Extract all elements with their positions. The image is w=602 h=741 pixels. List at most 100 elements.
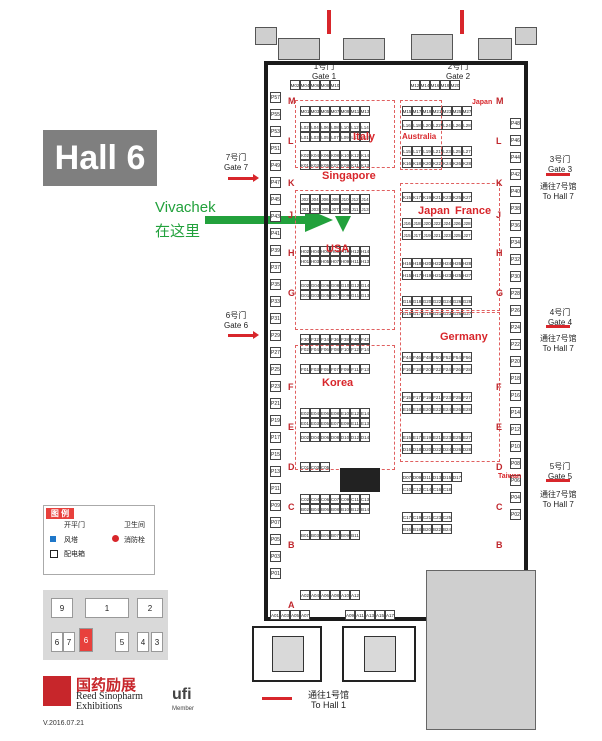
booth-p28[interactable]: P28: [510, 288, 521, 299]
booth-m06[interactable]: M06: [310, 80, 320, 90]
booth-h16[interactable]: H16: [402, 258, 412, 268]
booth-e05[interactable]: E05: [320, 418, 330, 428]
booth-h11[interactable]: H11: [350, 256, 360, 266]
booth-a05[interactable]: A05: [290, 610, 300, 620]
booth-p12[interactable]: P12: [510, 424, 521, 435]
booth-d08[interactable]: D08: [330, 432, 340, 442]
booth-j23[interactable]: J23: [442, 230, 452, 240]
booth-m20[interactable]: M20: [450, 80, 460, 90]
booth-d07[interactable]: D07: [402, 472, 412, 482]
booth-j03[interactable]: J03: [310, 204, 320, 214]
booth-c03[interactable]: C03: [310, 462, 320, 472]
booth-e18[interactable]: E18: [412, 404, 422, 414]
booth-f07[interactable]: F07: [330, 364, 340, 374]
booth-f19[interactable]: F19: [422, 392, 432, 402]
booth-f20[interactable]: F20: [422, 364, 432, 374]
booth-h23[interactable]: H23: [442, 270, 452, 280]
booth-e21[interactable]: E21: [432, 432, 442, 442]
booth-e08[interactable]: E08: [330, 408, 340, 418]
booth-d16[interactable]: D16: [402, 444, 412, 454]
booth-p02[interactable]: P02: [510, 509, 521, 520]
booth-j28[interactable]: J28: [462, 218, 472, 228]
booth-l09[interactable]: L09: [340, 132, 350, 142]
booth-f10[interactable]: F10: [340, 344, 350, 354]
booth-f17[interactable]: F17: [412, 392, 422, 402]
hall1-link[interactable]: 通往1号馆 To Hall 1: [308, 690, 350, 710]
booth-l06[interactable]: L06: [320, 122, 330, 132]
booth-p25[interactable]: P25: [270, 364, 281, 375]
booth-d02[interactable]: D02: [300, 432, 310, 442]
booth-f21[interactable]: F21: [432, 392, 442, 402]
booth-f09[interactable]: F09: [340, 364, 350, 374]
booth-j20[interactable]: J20: [422, 218, 432, 228]
booth-e25[interactable]: E25: [452, 432, 462, 442]
booth-p42[interactable]: P42: [510, 169, 521, 180]
booth-e14[interactable]: E14: [360, 408, 370, 418]
booth-h24[interactable]: H24: [442, 258, 452, 268]
booth-p10[interactable]: P10: [510, 441, 521, 452]
booth-l23[interactable]: L23: [442, 146, 452, 156]
booth-j11[interactable]: J11: [350, 204, 360, 214]
booth-c19[interactable]: C19: [412, 512, 422, 522]
booth-c01[interactable]: C01: [300, 462, 310, 472]
booth-m17[interactable]: M17: [412, 106, 422, 116]
booth-g17[interactable]: G17: [412, 308, 422, 318]
booth-p22[interactable]: P22: [510, 339, 521, 350]
booth-j14[interactable]: J14: [360, 194, 370, 204]
booth-a17[interactable]: A17: [385, 610, 395, 620]
booth-f44[interactable]: F44: [402, 352, 412, 362]
booth-j01[interactable]: J01: [300, 204, 310, 214]
booth-d11[interactable]: D11: [422, 472, 432, 482]
booth-l10[interactable]: L10: [340, 122, 350, 132]
booth-c13[interactable]: C13: [360, 494, 370, 504]
booth-j25[interactable]: J25: [452, 230, 462, 240]
booth-f04[interactable]: F04: [310, 344, 320, 354]
booth-g01[interactable]: G01: [300, 290, 310, 300]
booth-p06[interactable]: P06: [510, 475, 521, 486]
booth-f11[interactable]: F11: [350, 364, 360, 374]
booth-p20[interactable]: P20: [510, 356, 521, 367]
gate4-hall7-link[interactable]: 通往7号馆 To Hall 7: [540, 334, 577, 353]
booth-j16[interactable]: J16: [402, 218, 412, 228]
booth-h28[interactable]: H28: [462, 258, 472, 268]
booth-p17[interactable]: P17: [270, 432, 281, 443]
booth-k10[interactable]: K10: [340, 150, 350, 160]
booth-h21[interactable]: H21: [432, 270, 442, 280]
booth-b01[interactable]: B01: [300, 530, 310, 540]
booth-b03[interactable]: B03: [310, 530, 320, 540]
booth-j10[interactable]: J10: [340, 194, 350, 204]
booth-b12[interactable]: B12: [350, 504, 360, 514]
booth-e03[interactable]: E03: [310, 418, 320, 428]
booth-j13[interactable]: J13: [360, 204, 370, 214]
booth-f48[interactable]: F48: [422, 352, 432, 362]
booth-m13[interactable]: M13: [360, 106, 370, 116]
booth-f42[interactable]: F42: [360, 334, 370, 344]
booth-a04[interactable]: A04: [310, 590, 320, 600]
booth-b10[interactable]: B10: [340, 504, 350, 514]
booth-e16[interactable]: E16: [402, 404, 412, 414]
booth-m12[interactable]: M12: [410, 80, 420, 90]
booth-k07[interactable]: K07: [330, 160, 340, 170]
booth-l03[interactable]: L03: [310, 132, 320, 142]
booth-l01[interactable]: L01: [300, 132, 310, 142]
booth-b20[interactable]: B20: [422, 524, 432, 534]
booth-e23[interactable]: E23: [442, 432, 452, 442]
booth-m15[interactable]: M15: [402, 106, 412, 116]
booth-k24[interactable]: K24: [442, 158, 452, 168]
booth-d12[interactable]: D12: [350, 432, 360, 442]
booth-l25[interactable]: L25: [452, 146, 462, 156]
booth-p39[interactable]: P39: [270, 245, 281, 256]
booth-j26[interactable]: J26: [452, 218, 462, 228]
booth-l14[interactable]: L14: [360, 122, 370, 132]
booth-a13[interactable]: A13: [365, 610, 375, 620]
booth-m25[interactable]: M25: [452, 106, 462, 116]
booth-l28[interactable]: L28: [462, 120, 472, 130]
booth-p30[interactable]: P30: [510, 271, 521, 282]
booth-p51[interactable]: P51: [270, 143, 281, 154]
booth-j19[interactable]: J19: [422, 230, 432, 240]
booth-f16[interactable]: F16: [402, 364, 412, 374]
booth-b16[interactable]: B16: [402, 524, 412, 534]
booth-p01[interactable]: P01: [270, 568, 281, 579]
booth-p09[interactable]: P09: [270, 500, 281, 511]
booth-a08[interactable]: A08: [330, 590, 340, 600]
